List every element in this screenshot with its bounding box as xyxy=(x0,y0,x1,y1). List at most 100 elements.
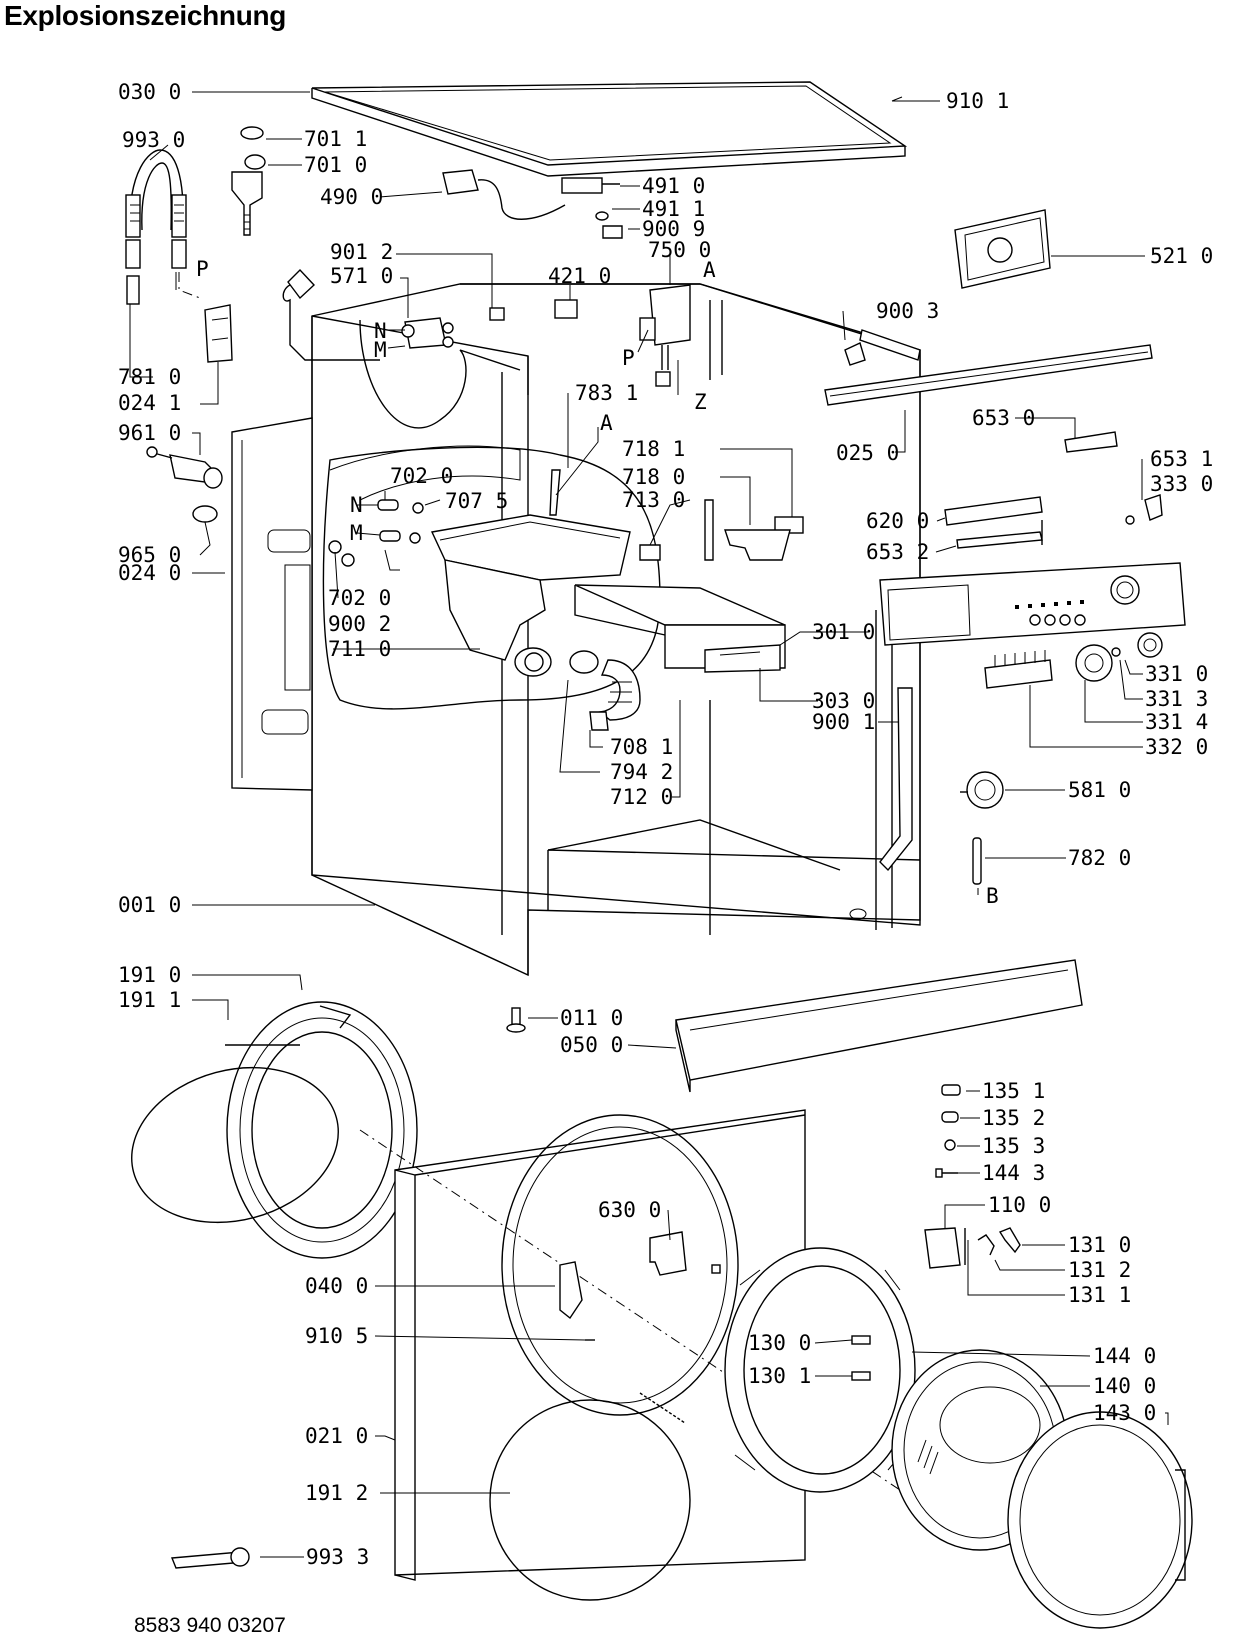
part-label: 718 1 xyxy=(622,437,685,461)
part-label: 024 0 xyxy=(118,561,181,585)
part-label: 131 0 xyxy=(1068,1233,1131,1257)
part-label: 620 0 xyxy=(866,509,929,533)
rail-parts xyxy=(824,329,1153,453)
part-label: A xyxy=(600,411,613,435)
door-handle xyxy=(924,1227,1021,1269)
part-label: 131 2 xyxy=(1068,1258,1131,1282)
part-label: 653 0 xyxy=(972,406,1035,430)
part-label: P xyxy=(196,257,209,281)
part-label: 900 1 xyxy=(812,710,875,734)
side-bracket xyxy=(879,687,913,872)
part-label: 040 0 xyxy=(305,1274,368,1298)
spring-135-2 xyxy=(941,1111,959,1123)
part-label: 050 0 xyxy=(560,1033,623,1057)
part-label: N xyxy=(350,493,363,517)
part-label: N xyxy=(374,319,387,343)
part-label: M xyxy=(350,521,363,545)
nut-part xyxy=(240,126,264,140)
part-label: 910 5 xyxy=(305,1324,368,1348)
heater-element xyxy=(972,837,982,885)
part-label: A xyxy=(703,258,716,282)
part-label: 421 0 xyxy=(548,264,611,288)
foot-part xyxy=(506,1007,526,1033)
button-cover xyxy=(724,529,791,561)
part-label: 900 2 xyxy=(328,612,391,636)
part-label: 191 0 xyxy=(118,963,181,987)
ring-seal xyxy=(192,505,218,523)
part-labels: 030 0 910 1 993 0 701 1 701 0 490 0 491 … xyxy=(118,80,1213,1569)
power-cable xyxy=(442,169,566,220)
valve-connector xyxy=(231,154,266,236)
part-label: 701 0 xyxy=(304,153,367,177)
button-strip xyxy=(984,650,1053,689)
part-label: 135 3 xyxy=(982,1134,1045,1158)
part-label: 011 0 xyxy=(560,1006,623,1030)
part-label: M xyxy=(374,338,387,362)
part-label: 711 0 xyxy=(328,637,391,661)
drain-hose-bellows xyxy=(569,650,641,731)
part-label: 144 0 xyxy=(1093,1344,1156,1368)
switch-lever xyxy=(1144,494,1163,521)
part-label: 993 0 xyxy=(122,128,185,152)
part-label: 901 2 xyxy=(330,240,393,264)
part-label: 630 0 xyxy=(598,1198,661,1222)
part-label: 143 0 xyxy=(1093,1401,1156,1425)
leader-lines xyxy=(129,91,1169,1558)
door-hinge xyxy=(649,1231,687,1276)
part-label: B xyxy=(986,884,999,908)
part-label: 191 2 xyxy=(305,1481,368,1505)
service-tool xyxy=(171,1547,250,1569)
part-label: 491 0 xyxy=(642,174,705,198)
door-gasket xyxy=(131,1001,418,1259)
part-label: 910 1 xyxy=(946,89,1009,113)
part-label: 333 0 xyxy=(1150,472,1213,496)
inlet-hose xyxy=(125,149,201,305)
part-label: 131 1 xyxy=(1068,1283,1131,1307)
part-label: 781 0 xyxy=(118,365,181,389)
top-cover xyxy=(311,81,908,177)
part-label: 025 0 xyxy=(836,441,899,465)
kick-plate xyxy=(675,959,1083,1093)
page-title: Explosionszeichnung xyxy=(4,0,287,31)
screw-135-1 xyxy=(941,1084,961,1096)
plug-m xyxy=(379,530,401,542)
door-latch xyxy=(559,1261,583,1320)
part-label: 191 1 xyxy=(118,988,181,1012)
part-label: 024 1 xyxy=(118,391,181,415)
part-label: 110 0 xyxy=(988,1193,1051,1217)
part-label: 144 3 xyxy=(982,1161,1045,1185)
detergent-drawer xyxy=(574,584,786,673)
led-board xyxy=(944,496,1043,526)
part-label: 712 0 xyxy=(610,785,673,809)
part-label: 794 2 xyxy=(610,760,673,784)
part-label: 130 0 xyxy=(748,1331,811,1355)
part-label: 750 0 xyxy=(648,238,711,262)
control-panel xyxy=(879,562,1186,646)
part-label: 702 0 xyxy=(390,464,453,488)
part-label: 301 0 xyxy=(812,620,875,644)
screw-part xyxy=(412,502,424,514)
part-label: 900 9 xyxy=(642,217,705,241)
control-board xyxy=(954,209,1051,289)
part-label: 021 0 xyxy=(305,1424,368,1448)
part-label: 135 2 xyxy=(982,1106,1045,1130)
parts-drawing xyxy=(125,81,1193,1629)
part-label: 718 0 xyxy=(622,465,685,489)
part-label: 701 1 xyxy=(304,127,367,151)
part-label: 993 3 xyxy=(306,1545,369,1569)
part-label: 331 3 xyxy=(1145,687,1208,711)
interference-filter xyxy=(561,177,623,239)
dispenser-housing xyxy=(430,514,631,677)
rod-part xyxy=(549,469,561,516)
door-ring xyxy=(724,1247,916,1493)
part-label: 331 4 xyxy=(1145,710,1208,734)
part-label: 521 0 xyxy=(1150,244,1213,268)
door-lock-assembly xyxy=(639,284,691,387)
part-label: 653 1 xyxy=(1150,447,1213,471)
part-label: 581 0 xyxy=(1068,778,1131,802)
part-label: 130 1 xyxy=(748,1364,811,1388)
part-label: 707 5 xyxy=(445,489,508,513)
part-label: 135 1 xyxy=(982,1079,1045,1103)
